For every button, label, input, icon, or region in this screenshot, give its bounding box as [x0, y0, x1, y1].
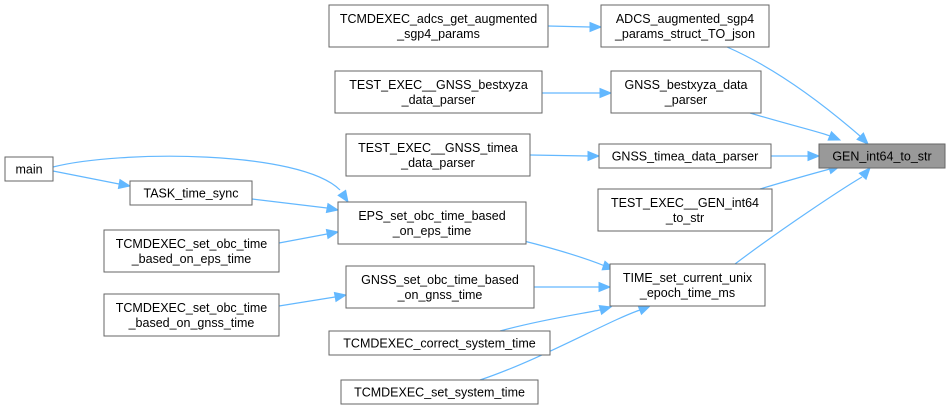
node-main-label-0: main — [15, 163, 42, 177]
node-tcgnss-label-1: _based_on_gnss_time — [128, 316, 255, 330]
node-gen-label-0: GEN_int64_to_str — [832, 150, 931, 164]
node-tccorr-box — [328, 330, 551, 356]
arrowhead-adcs-to-gen — [856, 132, 869, 145]
arrowhead-tcsys-to-tsetu — [637, 305, 652, 316]
node-tceps-label-0: TCMDEXEC_set_obc_time — [116, 237, 267, 251]
node-tasksync[interactable]: TASK_time_sync — [129, 180, 253, 206]
node-tegen[interactable]: TEST_EXEC__GEN_int64_to_str — [597, 188, 773, 232]
arrowhead-tccorr-to-tsetu — [598, 304, 613, 316]
node-gbest[interactable]: GNSS_bestxyza_data_parser — [610, 70, 762, 114]
edge-tsetu-to-gen — [734, 176, 863, 265]
node-gnssset-label-1: _on_gnss_time — [397, 288, 483, 302]
node-tegen-label-1: _to_str — [665, 211, 704, 225]
node-main-box — [4, 156, 54, 182]
edge-tccorr-to-tsetu — [499, 309, 601, 332]
edge-tcsys-to-tsetu — [479, 309, 641, 381]
edge-main-to-tasksync — [52, 170, 120, 185]
node-gen-box — [818, 143, 946, 169]
arrowhead-gnssset-to-tsetu — [598, 281, 612, 293]
node-epsset[interactable]: EPS_set_obc_time_based_on_eps_time — [337, 201, 527, 245]
node-tsetu-box — [609, 263, 766, 307]
node-gbest-label-0: GNSS_bestxyza_data — [625, 78, 748, 92]
nodes: GEN_int64_to_str ADCS_augmented_sgp4_para… — [4, 4, 946, 405]
arrowhead-gbest-to-gen — [827, 130, 842, 141]
node-tebest-label-0: TEST_EXEC__GNSS_bestxyza — [349, 78, 528, 92]
node-tcaug-label-1: _sgp4_params — [396, 27, 480, 41]
arrowhead-main-to-epsset — [337, 189, 349, 204]
arrowhead-tsetu-to-gen — [858, 167, 871, 181]
node-adcs[interactable]: ADCS_augmented_sgp4_params_struct_TO_jso… — [600, 4, 770, 48]
node-tcgnss-label-0: TCMDEXEC_set_obc_time — [116, 301, 267, 315]
node-tceps[interactable]: TCMDEXEC_set_obc_time_based_on_eps_time — [103, 229, 280, 273]
node-gbest-box — [610, 70, 762, 114]
edge-tcgnss-to-gnssset — [278, 296, 336, 307]
node-tccorr-label-0: TCMDEXEC_correct_system_time — [343, 337, 535, 351]
edges — [52, 21, 871, 381]
node-tcsys-box — [340, 379, 539, 405]
node-adcs-label-1: _params_struct_TO_json — [614, 27, 755, 41]
node-epsset-label-0: EPS_set_obc_time_based — [358, 209, 505, 223]
node-tcgnss[interactable]: TCMDEXEC_set_obc_time_based_on_gnss_time — [103, 293, 280, 337]
edge-tcaug-to-adcs — [547, 25, 591, 28]
arrowhead-tcgnss-to-gnssset — [333, 291, 348, 303]
node-tcaug-label-0: TCMDEXEC_adcs_get_augmented — [340, 12, 537, 26]
node-epsset-label-1: _on_eps_time — [392, 224, 472, 238]
arrowhead-gtimea-to-gen — [807, 150, 821, 162]
node-tetimea[interactable]: TEST_EXEC__GNSS_timea_data_parser — [345, 133, 531, 177]
node-tetimea-label-0: TEST_EXEC__GNSS_timea — [358, 141, 518, 155]
node-tceps-box — [103, 229, 280, 273]
edge-epsset-to-tsetu — [519, 239, 606, 267]
node-tsetu[interactable]: TIME_set_current_unix_epoch_time_ms — [609, 263, 766, 307]
node-tetimea-label-1: _data_parser — [400, 156, 475, 170]
node-tcsys-label-0: TCMDEXEC_set_system_time — [354, 386, 525, 400]
node-tebest-label-1: _data_parser — [401, 93, 476, 107]
node-gen[interactable]: GEN_int64_to_str — [818, 143, 946, 169]
node-gnssset[interactable]: GNSS_set_obc_time_based_on_gnss_time — [345, 265, 535, 309]
arrowhead-main-to-tasksync — [117, 178, 132, 190]
node-tcaug[interactable]: TCMDEXEC_adcs_get_augmented_sgp4_params — [328, 4, 549, 48]
node-main[interactable]: main — [4, 156, 54, 182]
arrowhead-tetimea-to-gtimea — [587, 150, 601, 162]
node-tasksync-box — [129, 180, 253, 206]
arrowhead-tasksync-to-epsset — [325, 202, 340, 214]
edge-main-to-epsset — [52, 155, 341, 191]
node-gtimea-label-0: GNSS_timea_data_parser — [612, 150, 759, 164]
node-tsetu-label-0: TIME_set_current_unix — [623, 271, 753, 285]
node-tcsys[interactable]: TCMDEXEC_set_system_time — [340, 379, 539, 405]
node-epsset-box — [337, 201, 527, 245]
node-adcs-box — [600, 4, 770, 48]
node-gnssset-box — [345, 265, 535, 309]
arrowhead-tebest-to-gbest — [599, 87, 613, 99]
node-adcs-label-0: ADCS_augmented_sgp4 — [616, 12, 754, 26]
node-tsetu-label-1: _epoch_time_ms — [639, 286, 735, 300]
node-tcaug-box — [328, 4, 549, 48]
arrowhead-tceps-to-epsset — [325, 228, 340, 240]
node-gbest-label-1: _parser — [664, 93, 707, 107]
edge-tasksync-to-epsset — [251, 198, 328, 209]
node-tegen-label-0: TEST_EXEC__GEN_int64 — [611, 196, 759, 210]
node-tasksync-label-0: TASK_time_sync — [144, 187, 239, 201]
edge-tetimea-to-gtimea — [529, 154, 589, 157]
node-tebest-box — [334, 70, 543, 114]
node-tetimea-box — [345, 133, 531, 177]
edge-gbest-to-gen — [749, 112, 831, 137]
edge-adcs-to-gen — [726, 46, 861, 137]
node-tceps-label-1: _based_on_eps_time — [131, 252, 252, 266]
node-gtimea-box — [598, 143, 772, 169]
edge-tegen-to-gen — [759, 168, 831, 190]
node-tegen-box — [597, 188, 773, 232]
node-tccorr[interactable]: TCMDEXEC_correct_system_time — [328, 330, 551, 356]
node-tebest[interactable]: TEST_EXEC__GNSS_bestxyza_data_parser — [334, 70, 543, 114]
arrowhead-tcaug-to-adcs — [589, 21, 603, 33]
node-tcgnss-box — [103, 293, 280, 337]
node-gnssset-label-0: GNSS_set_obc_time_based — [361, 273, 519, 287]
edge-tceps-to-epsset — [278, 233, 328, 244]
node-gtimea[interactable]: GNSS_timea_data_parser — [598, 143, 772, 169]
